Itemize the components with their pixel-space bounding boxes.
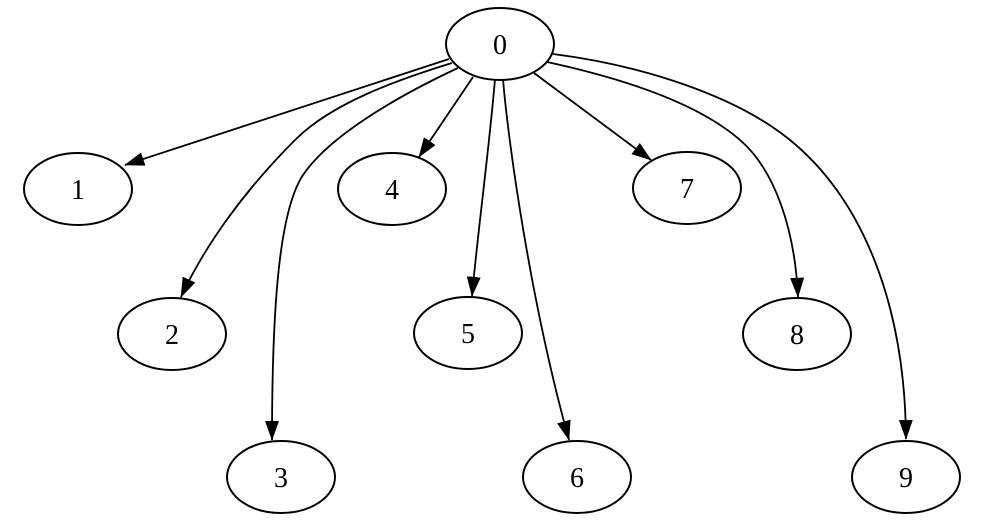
node-label: 4 xyxy=(385,175,399,206)
node-label: 9 xyxy=(899,463,913,494)
edge-0-6 xyxy=(502,78,571,441)
edge-0-7 xyxy=(533,72,652,161)
graph-node-7: 7 xyxy=(632,151,742,225)
node-ellipse xyxy=(337,152,447,226)
edge-0-1 xyxy=(124,58,450,166)
graph-node-8: 8 xyxy=(742,297,852,371)
graph-node-1: 1 xyxy=(23,152,133,226)
edge-0-3 xyxy=(265,67,459,441)
graph-node-2: 2 xyxy=(117,297,227,371)
graph-node-9: 9 xyxy=(851,440,961,514)
node-ellipse xyxy=(445,7,555,81)
edge-0-5 xyxy=(466,78,496,297)
edge-0-2 xyxy=(180,62,453,298)
node-ellipse xyxy=(226,440,336,514)
graph-node-5: 5 xyxy=(413,296,523,370)
node-ellipse xyxy=(742,297,852,371)
graph-node-3: 3 xyxy=(226,440,336,514)
node-label: 1 xyxy=(71,175,85,206)
graph-node-0: 0 xyxy=(445,7,555,81)
node-label: 7 xyxy=(680,174,694,205)
edge-0-9 xyxy=(552,53,913,440)
node-label: 6 xyxy=(570,463,584,494)
node-ellipse xyxy=(632,151,742,225)
graph-node-6: 6 xyxy=(522,440,632,514)
edge-layer xyxy=(124,53,913,441)
node-label: 0 xyxy=(493,30,507,61)
edge-0-4 xyxy=(418,76,474,158)
node-ellipse xyxy=(851,440,961,514)
node-label: 8 xyxy=(790,320,804,351)
node-ellipse xyxy=(23,152,133,226)
edge-0-8 xyxy=(546,61,805,298)
node-layer: 0 1 2 3 4 5 6 7 8 9 xyxy=(23,7,961,514)
node-label: 5 xyxy=(461,319,475,350)
node-ellipse xyxy=(522,440,632,514)
node-ellipse xyxy=(413,296,523,370)
node-label: 2 xyxy=(165,320,179,351)
node-label: 3 xyxy=(274,463,288,494)
graph-node-4: 4 xyxy=(337,152,447,226)
node-ellipse xyxy=(117,297,227,371)
